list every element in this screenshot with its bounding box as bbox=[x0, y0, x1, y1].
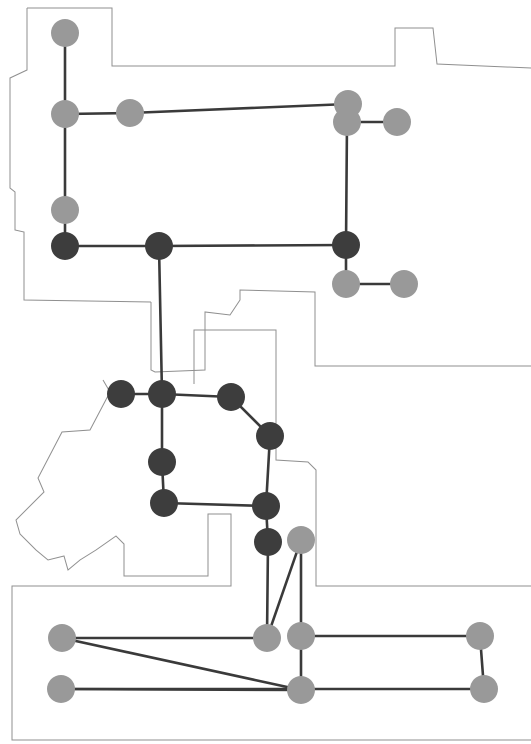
edge-d11-g11 bbox=[265, 540, 270, 640]
light-node-g14 bbox=[470, 675, 498, 703]
dark-node-d5 bbox=[148, 380, 176, 408]
dark-node-d11 bbox=[254, 528, 282, 556]
light-node-g12 bbox=[287, 622, 315, 650]
light-node-g16 bbox=[287, 676, 315, 704]
dark-node-d3 bbox=[332, 231, 360, 259]
light-node-g1 bbox=[51, 19, 79, 47]
edge-g11-g10 bbox=[265, 538, 303, 640]
dark-node-d6 bbox=[217, 383, 245, 411]
edge-g15-g16 bbox=[60, 636, 303, 692]
light-node-g6 bbox=[51, 196, 79, 224]
light-node-g11 bbox=[253, 624, 281, 652]
dark-node-d8 bbox=[148, 448, 176, 476]
light-node-g5 bbox=[333, 108, 361, 136]
dark-node-d4 bbox=[107, 380, 135, 408]
dark-node-d10 bbox=[252, 492, 280, 520]
light-node-g3 bbox=[116, 99, 144, 127]
edge-g5-d3 bbox=[344, 120, 349, 247]
connection-lines bbox=[59, 31, 486, 692]
light-node-g7 bbox=[383, 108, 411, 136]
dark-node-d7 bbox=[256, 422, 284, 450]
edge-d9-d10 bbox=[162, 501, 268, 508]
network-nodes bbox=[47, 19, 498, 704]
light-node-g10 bbox=[287, 526, 315, 554]
building-outline-west bbox=[9, 8, 152, 303]
light-node-g2 bbox=[51, 100, 79, 128]
edge-g3-g4 bbox=[128, 102, 350, 115]
light-node-g15 bbox=[48, 624, 76, 652]
light-node-g8 bbox=[332, 270, 360, 298]
light-node-g17 bbox=[47, 675, 75, 703]
edge-d2-d3 bbox=[157, 243, 348, 248]
building-outline-central-east bbox=[150, 289, 531, 373]
building-outline-southwest bbox=[11, 379, 531, 741]
edge-d2-d5 bbox=[157, 244, 164, 396]
building-outline-central-inner bbox=[193, 329, 531, 587]
dark-node-d2 bbox=[145, 232, 173, 260]
building-outline-north bbox=[27, 7, 531, 69]
dark-node-d1 bbox=[51, 232, 79, 260]
light-node-g9 bbox=[390, 270, 418, 298]
dark-node-d9 bbox=[150, 489, 178, 517]
light-node-g13 bbox=[466, 622, 494, 650]
building-outlines bbox=[9, 7, 531, 741]
